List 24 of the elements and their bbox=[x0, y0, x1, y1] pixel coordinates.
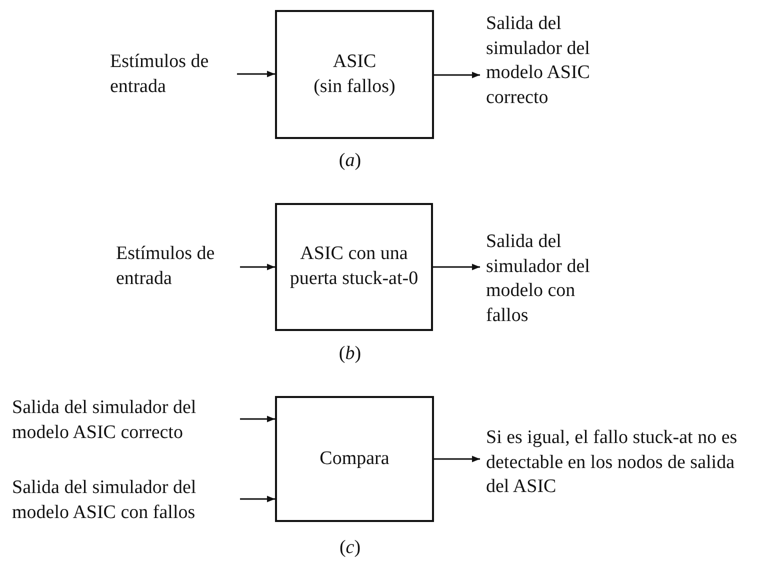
arrow bbox=[240, 496, 275, 502]
arrow bbox=[434, 72, 480, 78]
arrow bbox=[237, 70, 275, 78]
box-text: ASIC bbox=[332, 50, 376, 74]
box-text: ASIC con una puerta stuck-at-0 bbox=[288, 242, 420, 291]
signal-text: Salida del simulador del modelo ASIC correcto bbox=[12, 396, 198, 445]
process-box bbox=[275, 396, 434, 522]
arrow bbox=[240, 416, 275, 422]
signal-text: Estímulos de entrada bbox=[110, 50, 210, 99]
arrow bbox=[434, 456, 480, 462]
process-box bbox=[275, 203, 433, 331]
signal-text: Si es igual, el fallo stuck-at no es detectable en los nodos de salida del ASIC bbox=[486, 426, 738, 500]
arrow bbox=[240, 264, 275, 270]
signal-text: Salida del simulador del modelo con fallos bbox=[486, 230, 591, 328]
panel-caption: (a) bbox=[338, 150, 362, 172]
panel-caption: (b) bbox=[338, 343, 362, 365]
panel-caption: (c) bbox=[338, 537, 362, 559]
box-text: (sin fallos) bbox=[314, 74, 396, 98]
signal-text: Estímulos de entrada bbox=[116, 242, 216, 291]
box-text: Compara bbox=[320, 446, 390, 471]
signal-text: Salida del simulador del modelo ASIC correcto bbox=[486, 12, 591, 110]
arrow bbox=[433, 264, 480, 270]
signal-text: Salida del simulador del modelo ASIC con fallos bbox=[12, 476, 198, 525]
process-box bbox=[275, 10, 434, 139]
